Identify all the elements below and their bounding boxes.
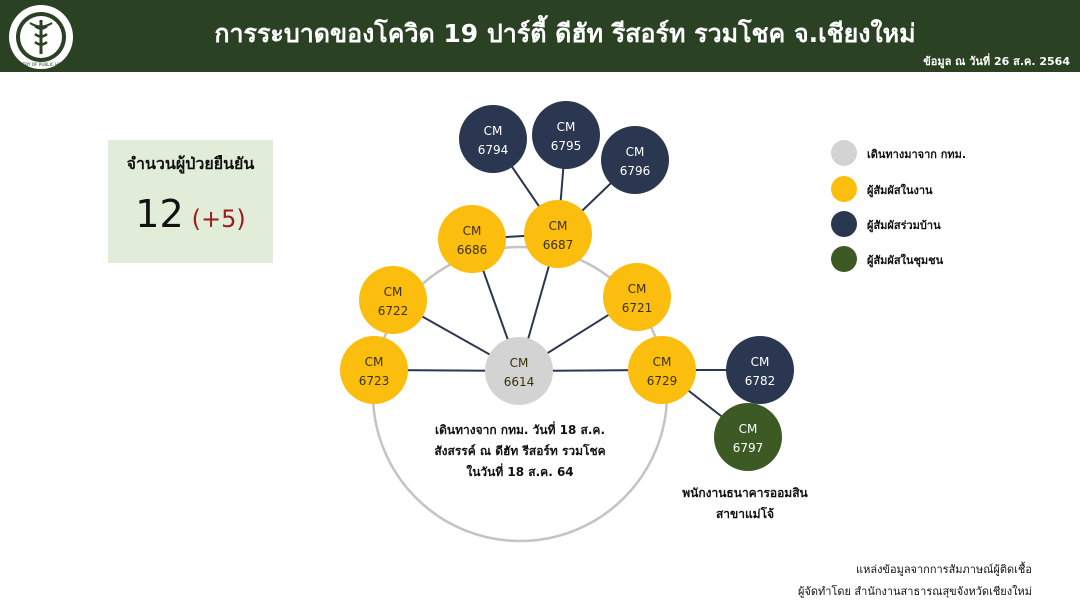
case-node-circle <box>601 126 669 194</box>
case-node-prefix: CM <box>549 219 568 233</box>
case-node-cm6721: CM 6721 <box>603 263 671 331</box>
page-title: การระบาดของโควิด 19 ปาร์ตี้ ดีฮัท รีสอร์… <box>214 19 916 48</box>
case-node-circle <box>485 337 553 405</box>
bank-note-line: สาขาแม่โจ้ <box>715 507 775 521</box>
case-node-circle <box>714 403 782 471</box>
case-node-number: 6723 <box>359 374 390 388</box>
header-bar: MINISTRY OF PUBLIC HEALTH การระบาดของโคว… <box>0 0 1080 72</box>
case-node-prefix: CM <box>484 124 503 138</box>
case-node-number: 6795 <box>551 139 582 153</box>
confirmed-cases-delta: (+5) <box>191 205 246 233</box>
case-node-prefix: CM <box>628 282 647 296</box>
confirmed-cases-box: จำนวนผู้ป่วยยืนยัน 12(+5) <box>108 140 273 263</box>
origin-note: เดินทางจาก กทม. วันที่ 18 ส.ค. สังสรรค์ … <box>410 420 630 483</box>
case-node-number: 6722 <box>378 304 409 318</box>
case-node-number: 6797 <box>733 441 764 455</box>
case-node-number: 6796 <box>620 164 651 178</box>
legend-dot-household <box>831 211 857 237</box>
bank-note-line: พนักงานธนาคารออมสิน <box>682 486 808 500</box>
case-node-cm6797: CM 6797 <box>714 403 782 471</box>
case-node-cm6722: CM 6722 <box>359 266 427 334</box>
origin-note-line: สังสรรค์ ณ ดีฮัท รีสอร์ท รวมโชค <box>434 444 606 458</box>
case-node-circle <box>726 336 794 404</box>
data-date: ข้อมูล ณ วันที่ 26 ส.ค. 2564 <box>923 55 1070 68</box>
transmission-edges <box>373 134 760 438</box>
case-node-prefix: CM <box>463 224 482 238</box>
confirmed-cases-value: 12 <box>135 192 184 236</box>
legend-label: ผู้สัมผัสร่วมบ้าน <box>867 219 941 232</box>
case-node-circle <box>459 105 527 173</box>
case-node-cm6686: CM 6686 <box>438 205 506 273</box>
case-node-prefix: CM <box>739 422 758 436</box>
bank-note: พนักงานธนาคารออมสิน สาขาแม่โจ้ <box>670 483 820 525</box>
ministry-of-public-health-logo-icon: MINISTRY OF PUBLIC HEALTH <box>9 5 73 69</box>
case-node-circle <box>524 200 592 268</box>
case-node-prefix: CM <box>626 145 645 159</box>
legend-dot-community <box>831 246 857 272</box>
case-node-circle <box>359 266 427 334</box>
case-node-circle <box>628 336 696 404</box>
legend-dot-travel <box>831 140 857 166</box>
legend-label: ผู้สัมผัสในชุมชน <box>867 254 944 267</box>
legend-label: ผู้สัมผัสในงาน <box>867 184 933 197</box>
legend-label: เดินทางมาจาก กทม. <box>867 148 967 161</box>
case-node-circle <box>438 205 506 273</box>
case-node-cm6687: CM 6687 <box>524 200 592 268</box>
case-node-number: 6794 <box>478 143 509 157</box>
logo-text: MINISTRY OF PUBLIC HEALTH <box>11 62 71 67</box>
case-node-cm6614: CM 6614 <box>485 337 553 405</box>
confirmed-cases-label: จำนวนผู้ป่วยยืนยัน <box>126 154 255 173</box>
case-node-cm6729: CM 6729 <box>628 336 696 404</box>
case-node-circle <box>340 336 408 404</box>
producer-line: ผู้จัดทำโดย สำนักงานสาธารณสุขจังหวัดเชีย… <box>797 585 1032 598</box>
origin-note-line: เดินทางจาก กทม. วันที่ 18 ส.ค. <box>434 423 605 437</box>
case-node-number: 6614 <box>504 375 535 389</box>
case-node-number: 6687 <box>543 238 574 252</box>
case-node-circle <box>603 263 671 331</box>
source-line: แหล่งข้อมูลจากการสัมภาษณ์ผู้ติดเชื้อ <box>855 563 1032 576</box>
case-node-cm6794: CM 6794 <box>459 105 527 173</box>
case-node-number: 6721 <box>622 301 653 315</box>
case-node-number: 6686 <box>457 243 488 257</box>
case-node-prefix: CM <box>384 285 403 299</box>
case-node-prefix: CM <box>510 356 529 370</box>
case-node-cm6796: CM 6796 <box>601 126 669 194</box>
case-node-cm6795: CM 6795 <box>532 101 600 169</box>
case-node-prefix: CM <box>653 355 672 369</box>
case-node-number: 6729 <box>647 374 678 388</box>
case-node-prefix: CM <box>557 120 576 134</box>
case-node-cm6723: CM 6723 <box>340 336 408 404</box>
origin-note-line: ในวันที่ 18 ส.ค. 64 <box>466 465 574 479</box>
case-node-prefix: CM <box>751 355 770 369</box>
case-node-prefix: CM <box>365 355 384 369</box>
case-node-cm6782: CM 6782 <box>726 336 794 404</box>
case-node-number: 6782 <box>745 374 776 388</box>
case-nodes: CM6614CM6686CM6687CM6722CM6721CM6723CM67… <box>340 101 794 471</box>
source-credit: แหล่งข้อมูลจากการสัมภาษณ์ผู้ติดเชื้อ ผู้… <box>798 559 1032 603</box>
legend-dot-event <box>831 176 857 202</box>
case-node-circle <box>532 101 600 169</box>
confirmed-cases-row: 12(+5) <box>108 192 273 236</box>
